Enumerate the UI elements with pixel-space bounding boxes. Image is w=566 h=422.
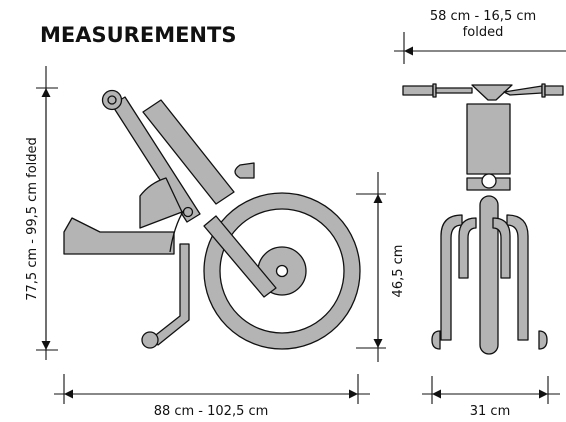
front-post-arc bbox=[169, 209, 185, 253]
frame-joint bbox=[182, 206, 194, 218]
handlebar-right-grip bbox=[544, 85, 564, 96]
left-inner-tube bbox=[458, 217, 477, 279]
side-wing bbox=[139, 177, 183, 229]
front-backrest bbox=[466, 103, 511, 175]
height-dimension: 77,5 cm - 99,5 cm folded bbox=[25, 66, 58, 360]
armrest-pad bbox=[234, 162, 255, 179]
page-title: MEASUREMENTS bbox=[40, 23, 236, 47]
front-width-dimension: 31 cm bbox=[422, 376, 560, 419]
length-dimension: 88 cm - 102,5 cm bbox=[54, 374, 370, 419]
width-label-line1: 58 cm - 16,5 cm bbox=[430, 9, 536, 24]
height-label: 77,5 cm - 99,5 cm folded bbox=[25, 137, 40, 301]
front-seat-hole bbox=[481, 173, 497, 189]
wheel-height-dimension: 46,5 cm bbox=[356, 172, 406, 362]
hub-axle bbox=[275, 264, 289, 278]
right-inner-tube bbox=[492, 217, 511, 279]
front-width-label: 31 cm bbox=[470, 404, 511, 419]
handlebar-center bbox=[471, 84, 513, 101]
wheel-height-label: 46,5 cm bbox=[391, 245, 406, 298]
large-wheel bbox=[203, 192, 361, 350]
left-caster bbox=[431, 330, 441, 350]
caster-leg bbox=[151, 243, 190, 346]
backrest-panel bbox=[142, 99, 235, 205]
push-handle-knob-inner bbox=[107, 95, 117, 105]
handlebar-left-tube bbox=[435, 87, 473, 94]
width-dimension: 58 cm - 16,5 cm folded bbox=[394, 9, 566, 64]
caster-wheel bbox=[141, 331, 159, 349]
front-view bbox=[402, 83, 564, 355]
fork-arm bbox=[203, 215, 277, 298]
side-view bbox=[63, 89, 361, 350]
center-fork bbox=[479, 195, 499, 355]
width-label-line2: folded bbox=[463, 25, 504, 40]
right-caster bbox=[538, 330, 548, 350]
length-label: 88 cm - 102,5 cm bbox=[154, 404, 269, 419]
handlebar-left-grip bbox=[402, 85, 434, 96]
seat bbox=[63, 217, 175, 255]
